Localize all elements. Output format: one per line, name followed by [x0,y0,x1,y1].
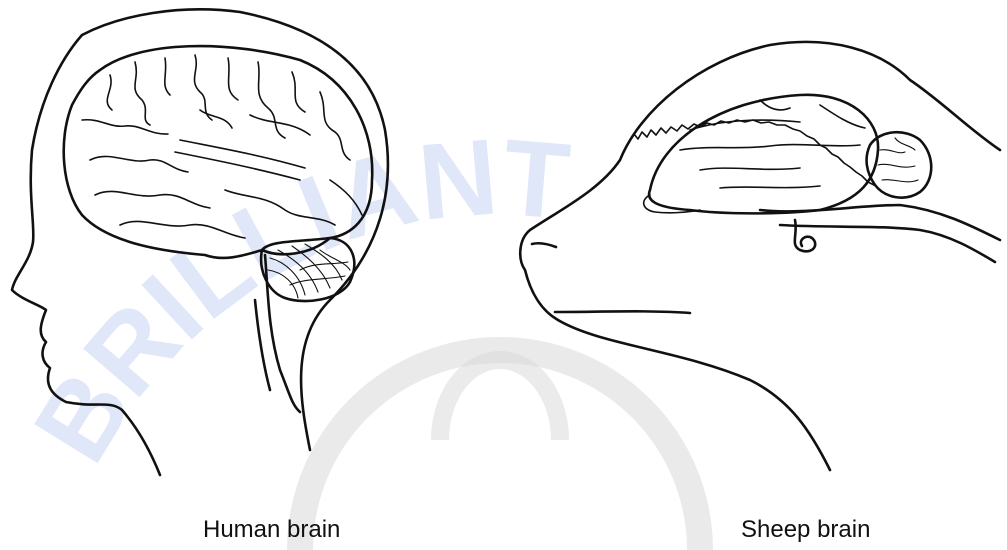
sheep-gyri [680,100,865,188]
caption-human-brain: Human brain [203,516,340,544]
sheep-mouth [555,311,690,313]
sheep-cerebellum-folia [878,138,918,182]
watermark-ring [300,350,700,550]
watermark-text-path: BRILLIANT [10,115,574,481]
caption-sheep-brain: Sheep brain [741,516,870,544]
watermark-text: BRILLIANT [10,115,574,481]
sheep-spinal-cord [780,225,995,262]
sheep-cerebrum [649,95,878,214]
sheep-head-figure [520,42,1000,470]
sheep-nostril [532,243,556,247]
human-brainstem-back [255,300,270,390]
sheep-jaw [558,320,830,470]
